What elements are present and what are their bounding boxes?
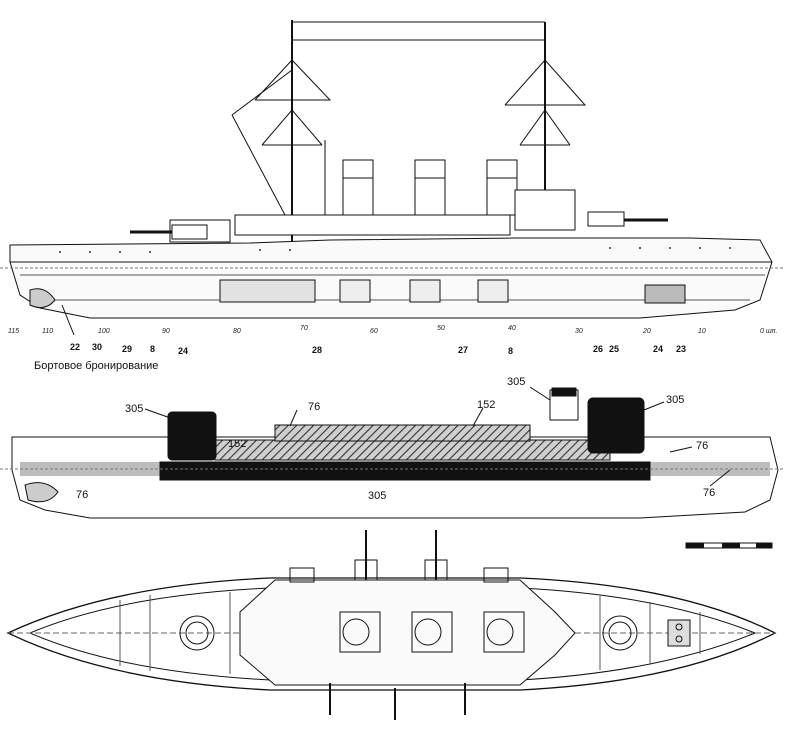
callout-label: 24 [178, 346, 188, 356]
frame-number: 90 [162, 328, 170, 335]
callout-label: 27 [458, 345, 468, 355]
deck-plan [6, 530, 777, 720]
side-profile [0, 20, 785, 319]
armor-thickness-label: 305 [666, 394, 684, 406]
callout-label: 30 [92, 342, 102, 352]
armor-thickness-label: 76 [308, 401, 320, 413]
armor-section-caption: Бортовое бронирование [34, 360, 159, 372]
frame-number: 10 [698, 328, 706, 335]
callout-label: 29 [122, 344, 132, 354]
armor-thickness-label: 152 [228, 438, 246, 450]
frame-number: 50 [437, 325, 445, 332]
callout-label: 26 [593, 344, 603, 354]
armor-thickness-label: 305 [368, 490, 386, 502]
armor-thickness-label: 305 [507, 376, 525, 388]
armor-scheme [0, 387, 785, 519]
callout-label: 24 [653, 344, 663, 354]
frame-number: 40 [508, 325, 516, 332]
callout-label: 28 [312, 345, 322, 355]
callout-label: 22 [70, 342, 80, 352]
callout-label: 25 [609, 344, 619, 354]
frame-number: 115 [8, 328, 19, 335]
frame-number: 0 шп. [760, 328, 778, 335]
frame-number: 60 [370, 328, 378, 335]
armor-thickness-label: 76 [76, 489, 88, 501]
armor-thickness-label: 76 [703, 487, 715, 499]
frame-number: 100 [98, 328, 110, 335]
frame-numbers: 115 110 100 90 80 70 60 50 40 30 20 10 0… [8, 325, 778, 335]
callout-label: 23 [676, 344, 686, 354]
frame-number: 20 [642, 328, 651, 335]
armor-labels [144, 386, 731, 487]
armor-thickness-label: 305 [125, 403, 143, 415]
frame-number: 80 [233, 328, 241, 335]
armor-thickness-label: 76 [696, 440, 708, 452]
callout-label: 8 [150, 344, 155, 354]
callout-label: 8 [508, 346, 513, 356]
scale-bar [685, 542, 773, 549]
profile-callouts: 22 30 29 8 24 28 27 8 26 25 24 23 [61, 304, 686, 356]
frame-number: 30 [575, 328, 583, 335]
frame-number: 70 [300, 325, 308, 332]
armor-thickness-label: 152 [477, 399, 495, 411]
frame-number: 110 [42, 328, 53, 335]
